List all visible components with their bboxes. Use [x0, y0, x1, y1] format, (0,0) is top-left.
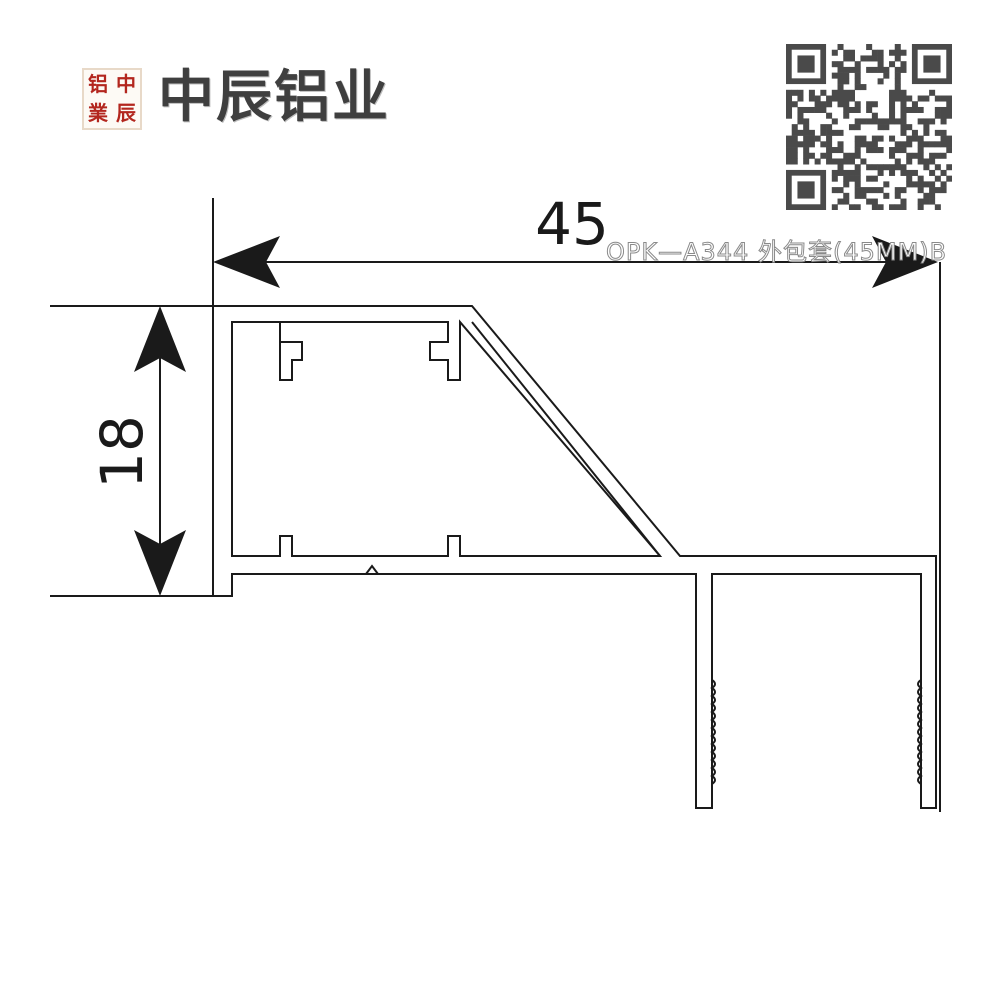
profile-inner-cavity [231, 319, 663, 557]
qr-code-icon [786, 44, 952, 210]
brand-name: 中辰铝业 [158, 65, 390, 130]
arrow-up-icon [134, 306, 186, 372]
seal-char: 辰 [116, 101, 136, 125]
model-label: OPK—A344 外包套(45MM)B [605, 238, 948, 267]
seal-char: 中 [116, 72, 136, 96]
right-leg-serration [917, 679, 923, 785]
bottom-flange-notch [365, 564, 379, 575]
arrow-right-icon [872, 236, 938, 288]
seal-char: 業 [88, 101, 108, 125]
seal-char: 铝 [88, 72, 108, 96]
company-seal-logo: 铝 中 業 辰 [82, 68, 142, 130]
profile-outline [212, 305, 937, 809]
width-dimension-label: 45 [535, 190, 609, 258]
diagonal-wall-line [471, 321, 661, 557]
arrow-left-icon [213, 236, 280, 288]
arrow-down-icon [134, 530, 186, 596]
left-leg-serration [710, 679, 716, 785]
height-dimension-label: 18 [88, 415, 156, 489]
